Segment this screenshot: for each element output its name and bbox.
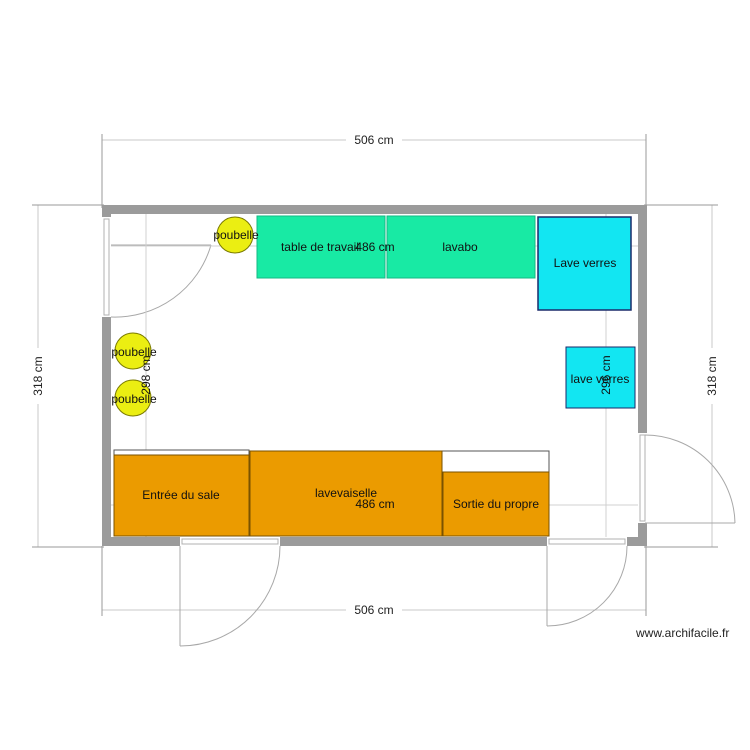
walls <box>102 205 647 546</box>
wall-left <box>102 205 111 546</box>
door-right-wall <box>638 433 736 524</box>
dimension-right: 318 cm <box>644 204 721 548</box>
dimension-right-label: 318 cm <box>705 356 719 395</box>
dimension-bottom-label: 506 cm <box>354 603 393 617</box>
lave-verres-side-label: lave verres <box>571 372 630 386</box>
lave-verres-top: Lave verres <box>537 216 632 311</box>
poubelle-mid-label: poubelle <box>111 345 157 359</box>
inner-height-right-label: 296 cm <box>599 355 613 394</box>
lavabo-label: lavabo <box>442 240 478 254</box>
dimension-top-label: 506 cm <box>354 133 393 147</box>
wall-top <box>102 205 647 214</box>
inner-width-upper-label: 486 cm <box>355 240 394 254</box>
lavabo: lavabo <box>386 215 536 279</box>
dimension-top: 506 cm <box>101 130 647 208</box>
dimension-left: 318 cm <box>29 204 104 548</box>
dimension-left-label: 318 cm <box>31 356 45 395</box>
sortie-du-propre-label: Sortie du propre <box>453 497 539 511</box>
table-de-travail: table de travail <box>256 215 386 279</box>
sortie-du-propre: Sortie du propre <box>442 471 550 537</box>
poubelle-low: poubelle <box>111 379 157 417</box>
wall-right <box>638 205 647 546</box>
door-left-wall <box>102 217 212 318</box>
entree-du-sale-label: Entrée du sale <box>142 488 220 502</box>
entree-du-sale: Entrée du sale <box>113 454 250 537</box>
door-bottom-right <box>546 537 628 627</box>
door-bottom-left <box>179 537 281 647</box>
poubelle-top: poubelle <box>213 216 259 254</box>
inner-dimension-labels: 486 cm 486 cm 298 cm 296 cm <box>139 240 613 511</box>
inner-height-left-label: 298 cm <box>139 355 153 394</box>
lave-verres-side: lave verres <box>565 346 636 409</box>
inner-width-lower-label: 486 cm <box>355 497 394 511</box>
poubelle-top-label: poubelle <box>213 228 259 242</box>
wall-bottom <box>102 537 647 546</box>
poubelle-mid: poubelle <box>111 332 157 370</box>
table-de-travail-label: table de travail <box>281 240 359 254</box>
lavevaisselle: lavevaiselle <box>249 450 443 537</box>
dimension-bottom: 506 cm <box>101 546 647 619</box>
poubelle-low-label: poubelle <box>111 392 157 406</box>
lavevaisselle-label: lavevaiselle <box>315 486 377 500</box>
site-credit: www.archifacile.fr <box>636 626 730 640</box>
lave-verres-top-label: Lave verres <box>554 256 617 270</box>
